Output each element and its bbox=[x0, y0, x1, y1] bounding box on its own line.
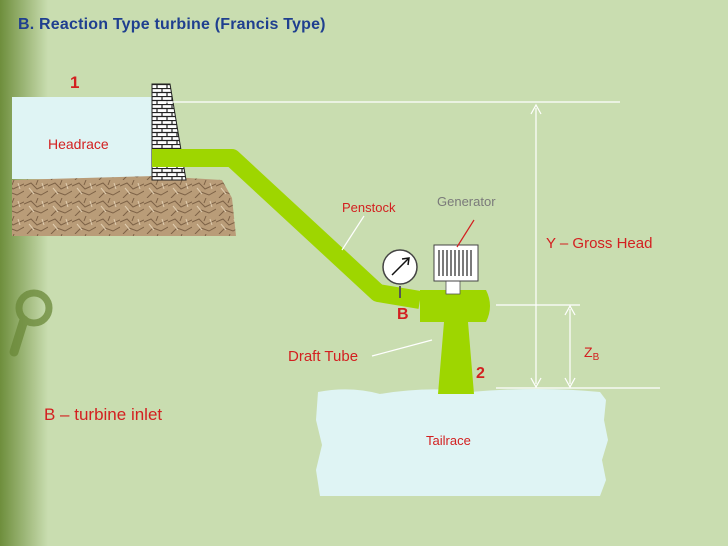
headrace-water bbox=[12, 97, 157, 179]
generator-pointer bbox=[456, 219, 475, 248]
draft-tube-pointer bbox=[371, 339, 433, 357]
side-decoration bbox=[0, 0, 48, 546]
zb-main-text: Z bbox=[584, 344, 593, 360]
draft-tube bbox=[438, 322, 474, 394]
pressure-gauge-icon bbox=[382, 249, 418, 298]
headrace-ground bbox=[12, 176, 236, 236]
turbine-casing bbox=[420, 290, 490, 322]
penstock-label: Penstock bbox=[342, 200, 396, 215]
point-b-label: B bbox=[397, 306, 409, 323]
headrace-label: Headrace bbox=[48, 136, 109, 152]
tailrace-label: Tailrace bbox=[426, 433, 471, 448]
generator-icon bbox=[433, 244, 479, 282]
zb-label: ZB bbox=[584, 344, 599, 363]
point-1-label: 1 bbox=[70, 73, 80, 92]
gross-head-label: Y – Gross Head bbox=[546, 235, 653, 252]
zb-subscript: B bbox=[592, 352, 600, 363]
draft-tube-label: Draft Tube bbox=[288, 348, 359, 365]
generator-label: Generator bbox=[437, 194, 496, 209]
magnifier-icon bbox=[9, 289, 53, 357]
point-2-label: 2 bbox=[476, 365, 485, 382]
turbine-inlet-label: B – turbine inlet bbox=[44, 405, 163, 424]
slide-title: B. Reaction Type turbine (Francis Type) bbox=[18, 16, 326, 33]
penstock-pointer bbox=[341, 215, 365, 251]
tailrace-water bbox=[316, 389, 608, 496]
